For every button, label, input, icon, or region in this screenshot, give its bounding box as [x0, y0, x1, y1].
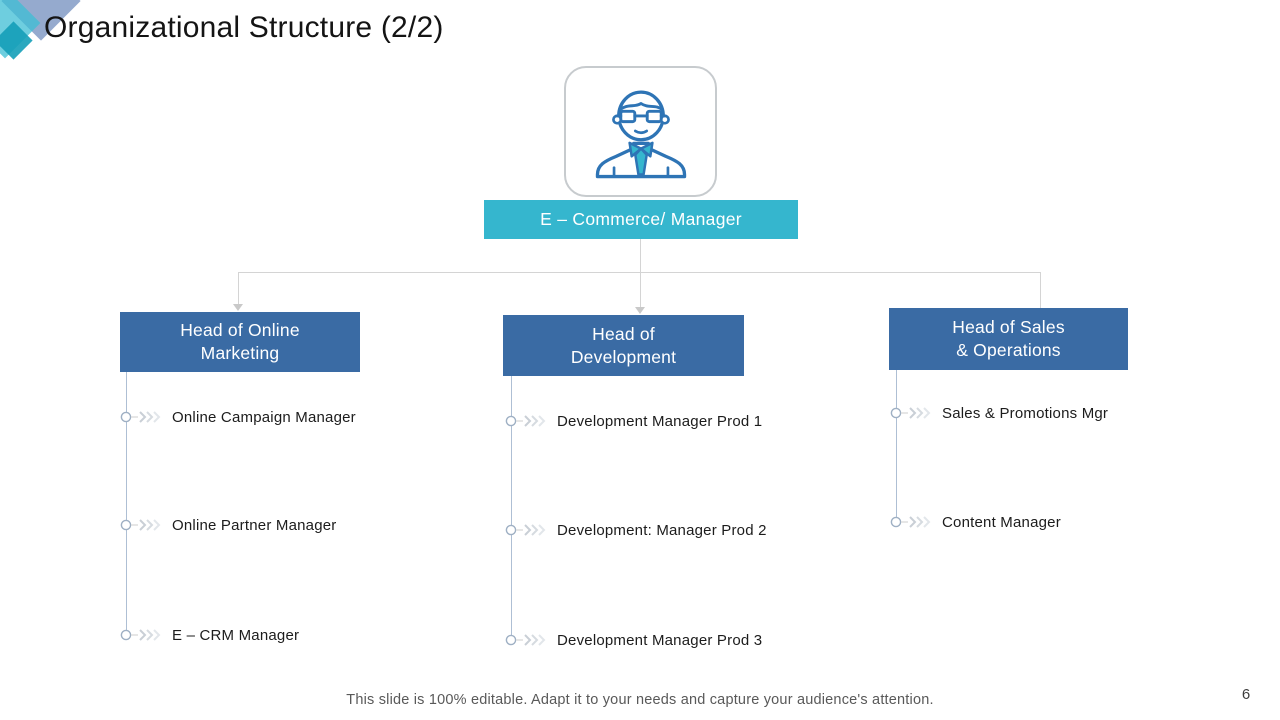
report-row: Development: Manager Prod 2 [504, 519, 767, 541]
branch-label-line2: Development [570, 346, 677, 367]
report-row: Development Manager Prod 1 [504, 410, 762, 432]
branch-box-development: Head of Development [503, 315, 744, 376]
branch-label-line1: Head of Online [180, 320, 300, 340]
connector-root-drop [640, 239, 641, 272]
report-label: Content Manager [942, 513, 1061, 531]
branch-spine-middle [511, 376, 512, 641]
branch-label-line1: Head of Sales [952, 317, 1065, 337]
footer-note: This slide is 100% editable. Adapt it to… [346, 692, 934, 708]
branch-label-line2: Marketing [200, 343, 280, 363]
connector-middle-drop [640, 272, 641, 308]
report-label: Online Campaign Manager [172, 408, 356, 426]
report-label: Development: Manager Prod 2 [557, 521, 767, 539]
node-bullet-chevrons-icon [890, 516, 931, 528]
branch-spine-right [896, 370, 897, 523]
node-bullet-chevrons-icon [505, 524, 546, 536]
slide-title: Organizational Structure (2/2) [44, 11, 444, 44]
arrowhead-middle-icon [635, 307, 645, 314]
report-label: Development Manager Prod 3 [557, 631, 763, 649]
connector-horizontal [238, 272, 1041, 273]
node-bullet-chevrons-icon [120, 629, 161, 641]
report-row: Content Manager [889, 511, 1061, 533]
manager-avatar-icon [595, 89, 686, 178]
node-bullet-chevrons-icon [120, 411, 161, 423]
node-bullet-chevrons-icon [890, 407, 931, 419]
node-bullet-chevrons-icon [505, 634, 546, 646]
node-bullet-chevrons-icon [505, 415, 546, 427]
branch-label-line2: & Operations [956, 340, 1061, 360]
branch-box-online-marketing: Head of Online Marketing [120, 312, 360, 372]
connector-right-drop [1040, 272, 1041, 308]
report-label: Online Partner Manager [172, 516, 337, 534]
node-bullet-chevrons-icon [120, 519, 161, 531]
report-row: E – CRM Manager [119, 624, 299, 646]
branch-label-line1: Head of [592, 323, 655, 344]
report-label: Development Manager Prod 1 [557, 412, 763, 430]
arrowhead-left-icon [233, 304, 243, 311]
connector-left-drop [238, 272, 239, 305]
report-label: Sales & Promotions Mgr [942, 404, 1109, 422]
manager-avatar-card [564, 66, 717, 197]
branch-box-sales-operations: Head of Sales & Operations [889, 308, 1128, 370]
page-number: 6 [1241, 686, 1251, 703]
report-row: Development Manager Prod 3 [504, 629, 762, 651]
report-row: Online Partner Manager [119, 514, 337, 536]
report-row: Sales & Promotions Mgr [889, 402, 1108, 424]
root-node-banner: E – Commerce/ Manager [484, 200, 798, 239]
report-label: E – CRM Manager [172, 626, 300, 644]
branch-spine-left [126, 372, 127, 636]
report-row: Online Campaign Manager [119, 406, 356, 428]
